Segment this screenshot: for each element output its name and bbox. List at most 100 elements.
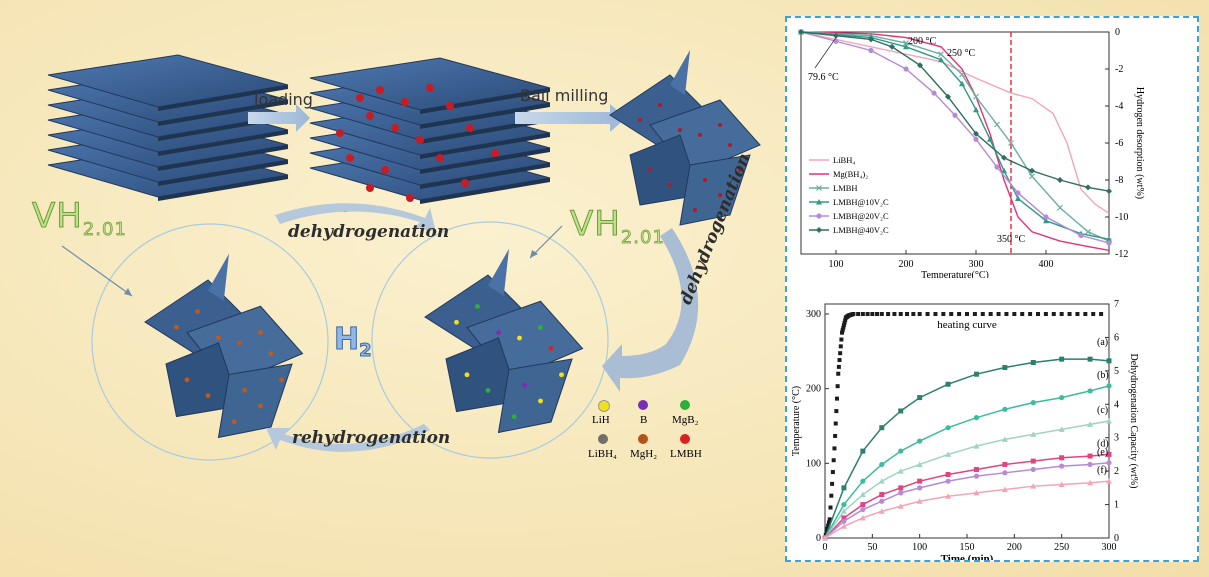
- data-point: [841, 518, 847, 524]
- data-point: [868, 36, 874, 43]
- y-tick-label: -2: [1115, 64, 1123, 75]
- series-line: [824, 453, 1110, 539]
- data-point: [1057, 177, 1063, 183]
- heating-point: [1020, 312, 1025, 316]
- data-point: [1002, 470, 1008, 476]
- series-line: [800, 31, 1110, 240]
- data-point: [1001, 436, 1008, 442]
- data-point: [903, 66, 909, 72]
- annotation-250c: 250 °C: [947, 48, 975, 59]
- heating-point: [933, 312, 938, 316]
- heating-point: [1012, 312, 1017, 316]
- heating-point: [840, 330, 845, 335]
- legend-mgb2: MgB₂: [672, 414, 699, 426]
- legend-marker: [816, 185, 822, 191]
- curve-label: (c): [1097, 405, 1108, 416]
- annotation-200c: 200 °C: [908, 36, 936, 47]
- heating-point: [988, 312, 993, 316]
- heating-point: [875, 312, 880, 316]
- y-right-tick-label: 1: [1114, 500, 1119, 511]
- data-point: [860, 506, 866, 513]
- data-point: [1030, 466, 1036, 473]
- heating-point: [1075, 312, 1080, 316]
- data-point: [1058, 481, 1065, 488]
- data-point: [1043, 217, 1049, 224]
- data-point: [841, 501, 847, 508]
- heating-point: [839, 337, 844, 342]
- data-point: [898, 448, 904, 454]
- data-point: [1043, 214, 1049, 220]
- data-point: [859, 514, 866, 521]
- dehydrogenation-right-arrow: [602, 228, 699, 392]
- data-point: [973, 371, 979, 377]
- series-line: [824, 480, 1110, 539]
- data-point: [931, 90, 937, 96]
- data-point: [973, 489, 980, 496]
- data-point: [822, 535, 828, 541]
- data-point: [1106, 460, 1112, 466]
- mgh2-dot: [638, 434, 648, 444]
- data-point: [898, 485, 904, 491]
- heating-point: [1099, 312, 1104, 316]
- y-right-tick-label: 3: [1114, 433, 1119, 444]
- x-tick-label: 300: [1102, 542, 1117, 553]
- data-point: [897, 503, 904, 509]
- data-point: [860, 502, 866, 508]
- data-point: [1087, 461, 1093, 468]
- legend-label: LMBH@10V₂C: [833, 197, 889, 207]
- data-point: [1085, 184, 1091, 191]
- x-tick-label: 100: [829, 259, 844, 270]
- data-point: [879, 492, 885, 498]
- heating-point: [898, 312, 903, 316]
- heating-point: [826, 523, 831, 528]
- legend-label: LMBH@20V₂C: [833, 211, 889, 221]
- data-point: [973, 473, 980, 479]
- heating-point: [1051, 312, 1056, 316]
- data-point: [879, 498, 885, 504]
- data-point: [1087, 388, 1093, 394]
- heating-point: [892, 312, 897, 316]
- curve-label: (b): [1097, 370, 1109, 381]
- loaded-sheets-stack: [309, 57, 551, 212]
- series-line: [800, 31, 1110, 192]
- data-point: [1059, 356, 1065, 362]
- y-right-axis-label: Dehydrogenation Capacity (wt%): [1128, 354, 1139, 489]
- y-right-tick-label: 2: [1114, 466, 1119, 477]
- y-tick-label: -10: [1115, 212, 1128, 223]
- data-point: [945, 93, 951, 100]
- y-left-axis-label: Temperature (°C): [791, 386, 802, 456]
- x-tick-label: 250: [1054, 542, 1069, 553]
- data-point: [1029, 167, 1035, 174]
- heating-point: [829, 493, 834, 498]
- heating-point: [1036, 312, 1040, 316]
- heating-point: [1083, 312, 1088, 316]
- heating-point: [836, 371, 841, 376]
- ball-milling-arrow: [515, 104, 626, 132]
- y-right-tick-label: 7: [1114, 299, 1119, 310]
- rehydrogenation-bottom-arrow: [266, 424, 430, 452]
- data-point: [1087, 356, 1093, 362]
- data-point: [945, 451, 952, 457]
- x-tick-label: 200: [1007, 542, 1022, 553]
- data-point: [898, 490, 904, 496]
- heating-point: [860, 312, 865, 316]
- series-line: [824, 420, 1110, 539]
- y-right-tick-label: 5: [1114, 366, 1119, 377]
- heating-point: [856, 312, 861, 316]
- heating-point: [879, 312, 884, 316]
- heating-point: [838, 344, 843, 349]
- data-point: [945, 471, 951, 477]
- heating-point: [1028, 312, 1033, 316]
- data-point: [1015, 190, 1021, 196]
- y-right-tick-label: 6: [1114, 332, 1119, 343]
- heating-point: [941, 312, 946, 316]
- data-point: [868, 47, 874, 54]
- heating-point: [834, 409, 839, 414]
- heating-point: [965, 312, 969, 316]
- data-point: [1059, 395, 1065, 401]
- heating-point: [830, 470, 835, 475]
- mgb2-dot: [680, 400, 690, 410]
- data-point: [1106, 236, 1112, 242]
- left-circle-flakes: [144, 253, 304, 439]
- heating-point: [957, 312, 962, 316]
